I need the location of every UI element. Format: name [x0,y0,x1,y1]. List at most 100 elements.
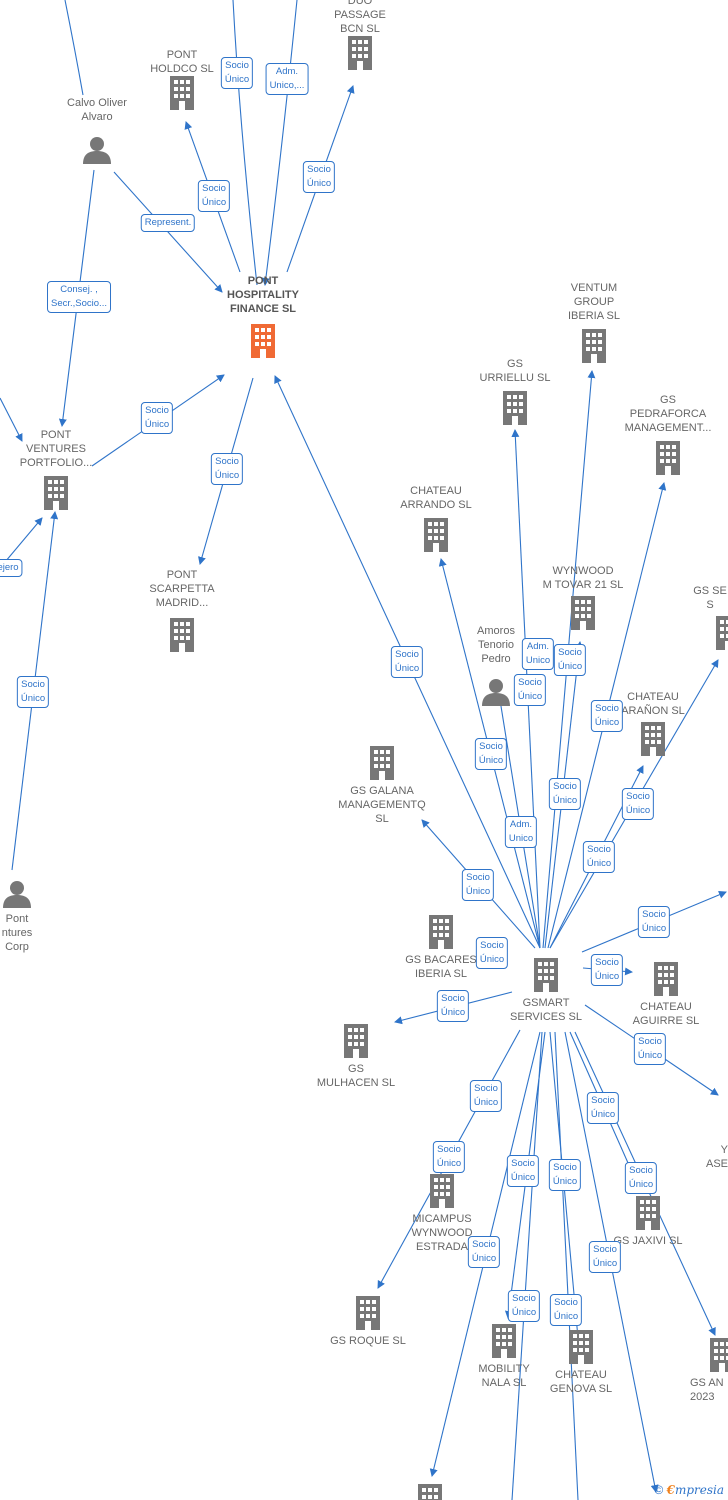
node-gs-mulhacen[interactable]: GS MULHACEN SL [310,1024,402,1090]
edge-label[interactable]: Socio Único [637,906,671,938]
edge-label[interactable]: Socio Único [624,1162,658,1194]
edge-label[interactable]: Socio Único [302,161,336,193]
node-chateau-arrando[interactable]: CHATEAU ARRANDO SL [394,484,478,556]
edge-label[interactable]: Consej. , Secr.,Socio... [47,281,111,313]
node-gs-an-2023[interactable]: GS AN 2023 [690,1338,728,1404]
node-y-ase[interactable]: Y ASE [700,1143,728,1171]
edge-label[interactable]: Socio Único [590,954,624,986]
node-gs-galana[interactable]: GS GALANA MANAGEMENTQ SL [330,746,434,826]
edge-line [0,397,23,442]
building-icon [342,1024,370,1058]
node-mobility-nala[interactable]: MOBILITY NALA SL [466,1324,542,1390]
node-label: GS AN 2023 [690,1377,724,1403]
node-label: WYNWOOD M TOVAR 21 SL [542,565,624,591]
edge-label[interactable]: Socio Único [506,1155,540,1187]
node-label: GS PEDRAFORCA MANAGEMENT... [624,394,712,434]
node-label: PONT VENTURES PORTFOLIO... [19,429,93,469]
edge-label[interactable]: Socio Único [588,1241,622,1273]
building-icon [580,329,608,363]
edge-label[interactable]: Socio Único [621,788,655,820]
edge-label[interactable]: Socio Único [474,738,508,770]
edge-label[interactable]: Socio Único [469,1080,503,1112]
node-micampus-wynwood[interactable]: MICAMPUS WYNWOOD ESTRADA [400,1174,484,1254]
node-label: CHATEAU GENOVA SL [549,1369,613,1395]
edge-label[interactable]: Adm. Unico [521,638,555,670]
node-gs-bacares[interactable]: GS BACARES IBERIA SL [398,915,484,981]
node-label: MICAMPUS WYNWOOD ESTRADA [411,1213,473,1253]
edge-label[interactable]: Socio Único [590,700,624,732]
edge-label[interactable]: Represent. [140,214,196,232]
edge-label[interactable]: Socio Único [548,1159,582,1191]
edge-label[interactable]: Socio Único [507,1290,541,1322]
building-icon [346,36,374,70]
edge-label[interactable]: Socio Único [210,453,244,485]
node-gs-pedraforca[interactable]: GS PEDRAFORCA MANAGEMENT... [620,393,716,479]
building-icon [427,915,455,949]
edge-label[interactable]: Socio Único [633,1033,667,1065]
node-wynwood-m-tovar[interactable]: WYNWOOD M TOVAR 21 SL [536,564,630,634]
edge-label[interactable]: Adm. Unico,... [265,63,309,95]
edge-label[interactable]: Socio Único [461,869,495,901]
edge-label[interactable]: Socio Único [220,57,254,89]
edge-label[interactable]: Socio Único [436,990,470,1022]
node-label: Y ASE [705,1144,728,1170]
node-calvo-oliver[interactable]: Calvo Oliver Alvaro [52,96,142,168]
copyright-symbol: © [654,1483,664,1497]
node-pont-scarpetta[interactable]: PONT SCARPETTA MADRID... [140,568,224,656]
edge-label[interactable]: Socio Único [586,1092,620,1124]
building-icon [501,391,529,425]
node-label: GS JAXIVI SL [613,1235,683,1247]
node-pont-ventures-portfolio[interactable]: PONT VENTURES PORTFOLIO... [14,428,98,514]
building-icon [652,962,680,996]
edge-label[interactable]: Socio Único [553,644,587,676]
node-chateau-aguirre[interactable]: CHATEAU AGUIRRE SL [624,962,708,1028]
node-label: GS MULHACEN SL [316,1063,396,1089]
brand-name: mpresia [674,1483,724,1497]
node-amoros-tenorio[interactable]: Amoros Tenorio Pedro [466,624,526,710]
edge-label[interactable]: Socio Único [475,937,509,969]
edge-label[interactable]: Socio Único [549,1294,583,1326]
edge-label[interactable]: Socio Único [140,402,174,434]
edge-label[interactable]: Socio Único [197,180,231,212]
node-gsmart-services[interactable]: GSMART SERVICES SL [500,958,592,1024]
building-icon [168,76,196,110]
node-label: GS BACARES IBERIA SL [405,954,477,980]
node-bottom-company[interactable] [414,1484,446,1500]
building-icon [639,722,667,756]
node-duo-passage[interactable]: DUO PASSAGE BCN SL [318,0,402,74]
node-gs-urriellu[interactable]: GS URRIELLU SL [474,357,556,429]
building-icon [654,441,682,475]
edge-label[interactable]: Adm. Unico [504,816,538,848]
edge-label[interactable]: Socio Único [513,674,547,706]
node-label: MOBILITY NALA SL [478,1363,530,1389]
edge-label[interactable]: Socio Único [432,1141,466,1173]
node-chateau-aranon[interactable]: CHATEAU ARAÑON SL [614,690,692,760]
edge-label[interactable]: Socio Único [582,841,616,873]
node-chateau-genova[interactable]: CHATEAU GENOVA SL [540,1330,622,1396]
edge-label[interactable]: Socio Único [390,646,424,678]
node-label: DUO PASSAGE BCN SL [334,0,386,35]
node-label: PONT HOSPITALITY FINANCE SL [227,275,299,315]
building-icon [354,1296,382,1330]
node-label: CHATEAU ARRANDO SL [400,485,472,511]
edge-label[interactable]: ejero [0,559,23,577]
edge-label[interactable]: Socio Único [548,778,582,810]
node-label: Calvo Oliver Alvaro [67,97,127,123]
node-gs-roque[interactable]: GS ROQUE SL [326,1296,410,1348]
node-gs-se[interactable]: GS SE S [692,584,728,654]
building-icon [416,1484,444,1500]
person-icon [482,678,510,706]
building-icon [168,618,196,652]
building-icon [714,616,728,650]
node-gs-jaxivi[interactable]: GS JAXIVI SL [606,1196,690,1248]
node-pont-hospitality-finance[interactable]: PONT HOSPITALITY FINANCE SL [212,274,314,362]
node-pont-holdco[interactable]: PONT HOLDCO SL [141,48,223,114]
node-label: PONT SCARPETTA MADRID... [149,569,215,609]
node-pont-ventures-corp[interactable]: Pont ntures Corp [0,880,42,954]
building-icon [634,1196,662,1230]
edge-label[interactable]: Socio Único [16,676,50,708]
node-label: GSMART SERVICES SL [510,997,582,1023]
edge-label[interactable]: Socio Único [467,1236,501,1268]
building-icon [567,1330,595,1364]
node-ventum-group[interactable]: VENTUM GROUP IBERIA SL [552,281,636,367]
